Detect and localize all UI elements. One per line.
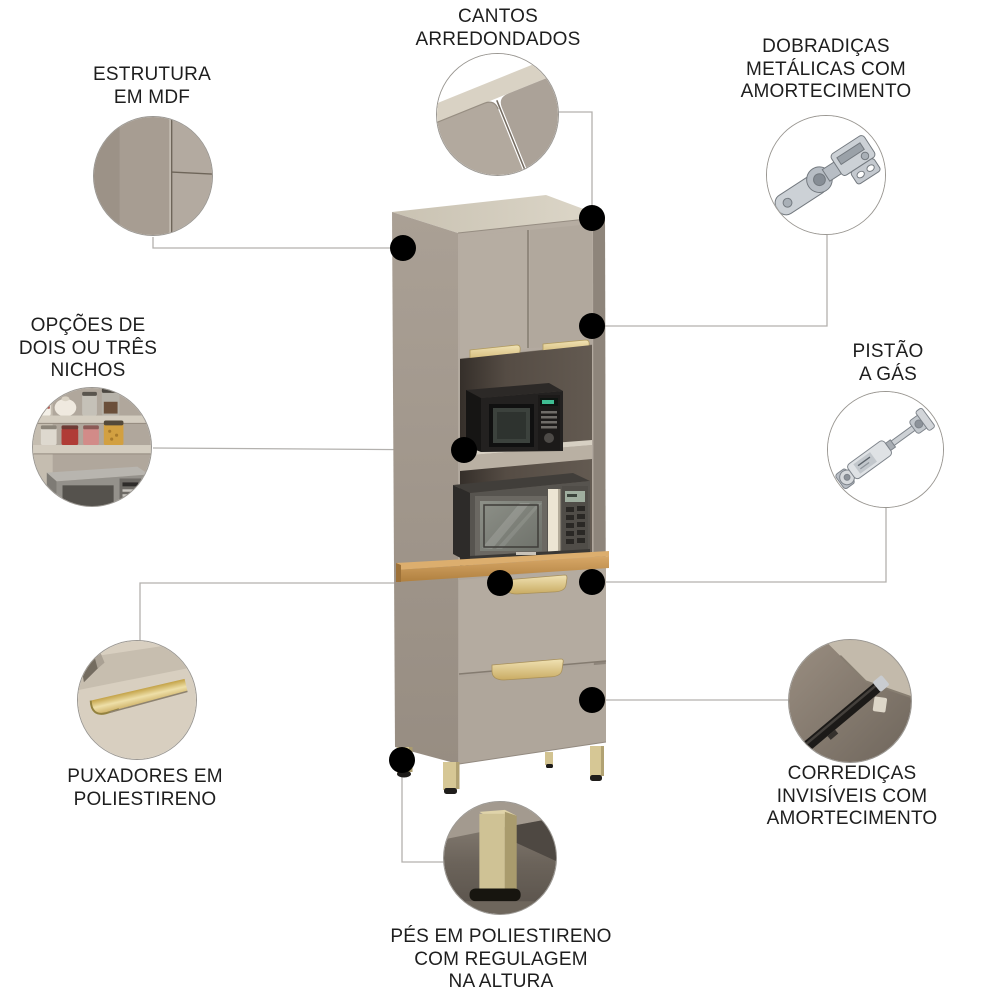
microwave-small xyxy=(466,383,563,452)
callout-dot-nichos xyxy=(451,437,477,463)
gas-piston-image xyxy=(828,392,943,507)
drawer-slide-closeup-image xyxy=(789,640,911,762)
detail-circle-cantos xyxy=(436,53,559,176)
connector-cantos xyxy=(556,111,593,218)
callout-dot-cantos xyxy=(579,205,605,231)
callout-dot-puxadores xyxy=(487,570,513,596)
detail-circle-estrutura xyxy=(93,116,213,236)
shelf-niches-closeup-image xyxy=(33,388,151,506)
upper-door-left xyxy=(460,230,527,359)
gold-handle-closeup-image xyxy=(78,641,196,759)
detail-circle-pistao xyxy=(827,391,944,508)
connector-puxadores xyxy=(139,582,500,641)
wood-countertop xyxy=(396,551,609,582)
lower-door-front xyxy=(459,664,606,764)
cabinet-top-face xyxy=(392,195,605,233)
detail-circle-nichos xyxy=(32,387,152,507)
label-cantos: CANTOS ARREDONDADOS xyxy=(415,6,581,50)
detail-circle-puxadores xyxy=(77,640,197,760)
adjustable-foot-closeup-image xyxy=(444,802,556,914)
connector-pistao xyxy=(592,508,887,583)
label-corredicas: CORREDIÇAS INVISÍVEIS COM AMORTECIMENTO xyxy=(766,763,938,829)
label-pistao: PISTÃO A GÁS xyxy=(852,341,924,385)
connector-dobradicas xyxy=(592,235,828,327)
callout-dot-dobradicas xyxy=(579,313,605,339)
detail-circle-corredicas xyxy=(788,639,912,763)
pantry-items xyxy=(36,388,120,417)
label-nichos: OPÇÕES DE DOIS OU TRÊS NICHOS xyxy=(18,315,158,381)
niche-shelf-front xyxy=(460,445,592,471)
mdf-panel-closeup-image xyxy=(94,117,212,235)
soft-close-hinge-image xyxy=(767,116,885,234)
callout-dot-pes xyxy=(389,747,415,773)
callout-dot-pistao xyxy=(579,569,605,595)
label-puxadores: PUXADORES EM POLIESTIRENO xyxy=(67,766,223,810)
cabinet-body xyxy=(392,195,609,794)
label-pes: PÉS EM POLIESTIRENO COM REGULAGEM NA ALT… xyxy=(390,926,612,992)
connector-pes xyxy=(401,760,444,863)
label-estrutura: ESTRUTURA EM MDF xyxy=(93,64,211,108)
callout-dot-corredicas xyxy=(579,687,605,713)
callout-dot-estrutura xyxy=(390,235,416,261)
detail-circle-dobradicas xyxy=(766,115,886,235)
label-dobradicas: DOBRADIÇAS METÁLICAS COM AMORTECIMENTO xyxy=(740,36,912,102)
adjustable-foot xyxy=(469,809,521,902)
upper-door-right xyxy=(530,224,592,348)
microwave-large xyxy=(453,473,590,563)
detail-circle-pes xyxy=(443,801,557,915)
cabinet-left-side xyxy=(392,212,458,764)
canisters xyxy=(40,420,124,446)
rounded-corner-closeup-image xyxy=(437,54,558,175)
connector-estrutura xyxy=(152,237,403,249)
lower-handles xyxy=(491,574,568,681)
